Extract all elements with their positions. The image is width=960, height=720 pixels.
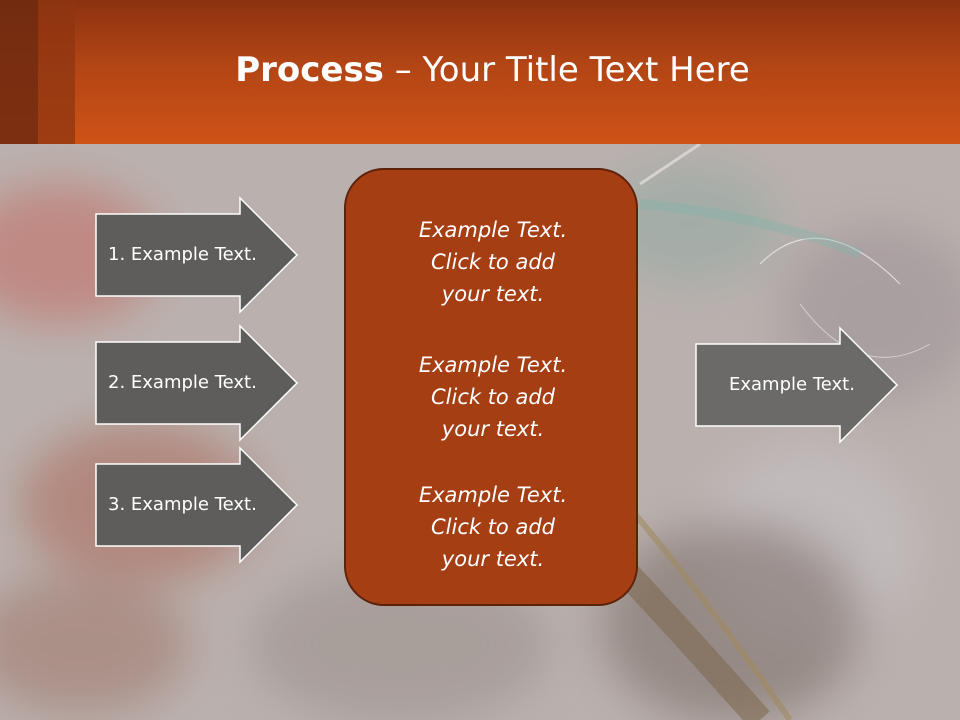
arrow-shape — [695, 326, 899, 444]
paragraph-line: Click to add — [430, 250, 555, 274]
header-band: Process – Your Title Text Here — [0, 0, 960, 144]
header-accent-strip — [38, 0, 75, 144]
paragraph-line: Click to add — [430, 515, 555, 539]
input-arrow-1: 1. Example Text. — [95, 196, 299, 314]
input-arrow-label: 1. Example Text. — [108, 244, 257, 265]
title-bold: Process — [235, 50, 384, 90]
center-process-box: Example Text. Click to add your text. Ex… — [344, 168, 638, 606]
paragraph-line: Click to add — [430, 385, 555, 409]
paragraph-line: your text. — [441, 282, 545, 306]
header-accent-strip — [0, 0, 38, 144]
paragraph-line: Example Text. — [418, 218, 568, 242]
paragraph-line: your text. — [441, 417, 545, 441]
paragraph-line: Example Text. — [418, 483, 568, 507]
input-arrow-3: 3. Example Text. — [95, 446, 299, 564]
paragraph-line: your text. — [441, 547, 545, 571]
arrow-shape — [95, 324, 299, 442]
paragraph-line: Example Text. — [418, 353, 568, 377]
input-arrow-2: 2. Example Text. — [95, 324, 299, 442]
arrow-shape — [95, 446, 299, 564]
input-arrow-label: 3. Example Text. — [108, 494, 257, 515]
title-rest: – Your Title Text Here — [383, 50, 750, 90]
arrow-shape — [95, 196, 299, 314]
output-arrow: Example Text. — [695, 326, 899, 444]
center-paragraph: Example Text. Click to add your text. — [346, 214, 640, 310]
center-paragraph: Example Text. Click to add your text. — [346, 479, 640, 575]
input-arrow-label: 2. Example Text. — [108, 372, 257, 393]
output-arrow-label: Example Text. — [729, 374, 855, 395]
slide-title: Process – Your Title Text Here — [0, 50, 960, 90]
center-paragraph: Example Text. Click to add your text. — [346, 349, 640, 445]
